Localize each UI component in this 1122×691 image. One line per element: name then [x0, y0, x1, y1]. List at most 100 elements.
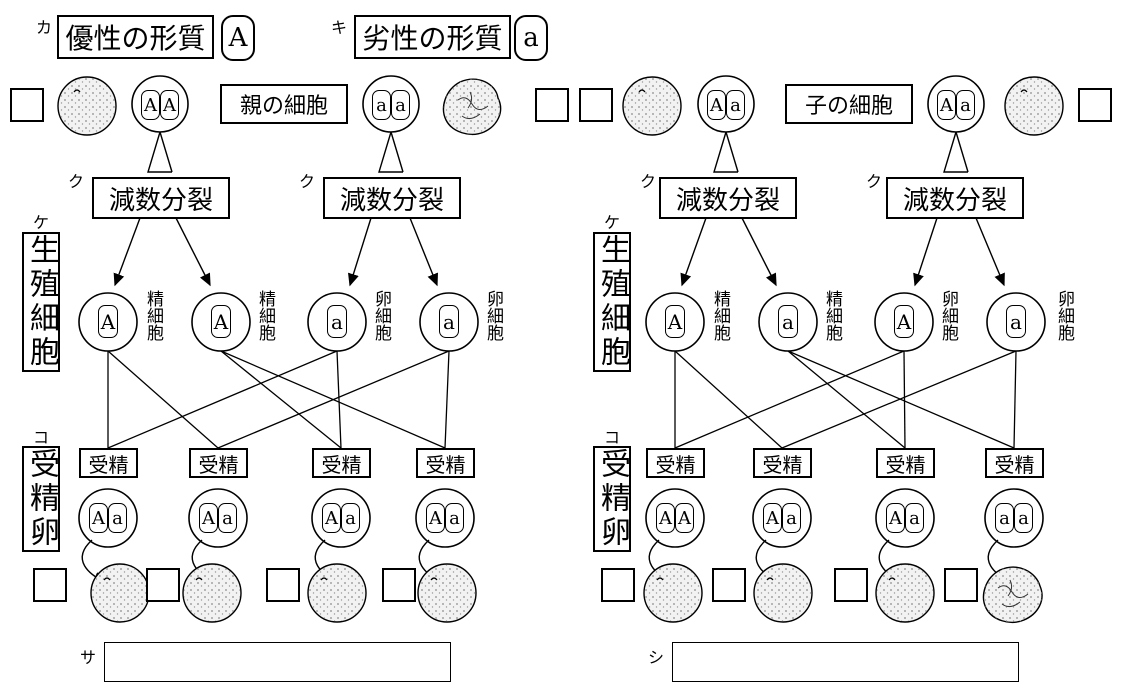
fertilization-box: 受精 [79, 448, 138, 478]
label-ku: ク [640, 172, 657, 191]
zygote-gene: A [675, 503, 694, 533]
answer-box[interactable] [601, 568, 635, 602]
fertilization-box: 受精 [876, 448, 935, 478]
zygote-gene: A [322, 503, 341, 533]
answer-field-shi[interactable] [672, 642, 1019, 682]
answer-box[interactable] [579, 88, 613, 122]
zygote-gene: A [89, 503, 108, 533]
gamete-label: 卵細胞 [1054, 290, 1074, 341]
zygote-gene: A [886, 503, 905, 533]
label-ku: ク [299, 172, 316, 191]
zygote-gene: a [218, 503, 237, 533]
label-sa: サ [80, 648, 97, 667]
smooth-seed-icon [57, 76, 117, 136]
gamete-gene: A [665, 305, 685, 338]
meiosis-label: 減数分裂 [659, 177, 797, 219]
answer-box[interactable] [834, 568, 868, 602]
label-ku: ク [866, 172, 883, 191]
smooth-seed-icon [307, 563, 367, 623]
germ-cell-label: 生殖細胞 [593, 232, 631, 372]
zygote-gene: A [426, 503, 445, 533]
fertilized-egg-label: 受精卵 [593, 446, 631, 552]
label-ko: コ [604, 428, 621, 447]
gamete-gene: A [98, 305, 118, 338]
gamete-label: 卵細胞 [483, 290, 503, 341]
fertilization-box: 受精 [753, 448, 812, 478]
zygote-gene: A [656, 503, 675, 533]
gamete-label: 精細胞 [822, 290, 842, 341]
gamete-gene: a [327, 305, 347, 338]
gamete-label: 卵細胞 [938, 290, 958, 341]
gamete-gene: A [894, 305, 914, 338]
wrinkled-seed-icon [442, 78, 502, 136]
answer-box[interactable] [944, 568, 978, 602]
gene-chip: a [726, 90, 745, 120]
germ-cell-label: 生殖細胞 [22, 232, 60, 372]
label-ka: カ [36, 18, 53, 37]
gene-chip: A [160, 90, 179, 120]
smooth-seed-icon [90, 563, 150, 623]
recessive-gene-chip: a [514, 15, 548, 61]
zygote-gene: a [108, 503, 127, 533]
gamete-label: 精細胞 [143, 290, 163, 341]
smooth-seed-icon [417, 563, 477, 623]
zygote-gene: a [445, 503, 464, 533]
fertilization-box: 受精 [416, 448, 475, 478]
answer-box[interactable] [33, 568, 67, 602]
answer-box[interactable] [712, 568, 746, 602]
answer-box[interactable] [266, 568, 300, 602]
answer-box[interactable] [1078, 88, 1112, 122]
meiosis-label: 減数分裂 [92, 177, 230, 219]
smooth-seed-icon [622, 76, 682, 136]
gamete-label: 卵細胞 [371, 290, 391, 341]
zygote-gene: a [341, 503, 360, 533]
zygote-gene: a [905, 503, 924, 533]
gamete-label: 精細胞 [255, 290, 275, 341]
label-ko: コ [33, 428, 50, 447]
zygote-gene: a [782, 503, 801, 533]
gamete-gene: a [439, 305, 459, 338]
label-shi: シ [648, 648, 665, 667]
zygote-gene: A [763, 503, 782, 533]
fertilization-box: 受精 [985, 448, 1044, 478]
parent-cell-label: 親の細胞 [220, 84, 348, 124]
meiosis-label: 減数分裂 [323, 177, 461, 219]
meiosis-label: 減数分裂 [886, 177, 1024, 219]
fertilization-box: 受精 [189, 448, 248, 478]
answer-box[interactable] [535, 88, 569, 122]
smooth-seed-icon [182, 563, 242, 623]
gene-chip: A [141, 90, 160, 120]
zygote-gene: a [995, 503, 1014, 533]
gene-chip: a [372, 90, 391, 120]
label-ke: ケ [604, 213, 621, 232]
answer-box[interactable] [10, 88, 44, 122]
dominant-gene-chip: A [221, 15, 255, 61]
answer-box[interactable] [146, 568, 180, 602]
fertilized-egg-label: 受精卵 [22, 446, 60, 552]
label-ke: ケ [33, 213, 50, 232]
zygote-gene: a [1014, 503, 1033, 533]
zygote-gene: A [199, 503, 218, 533]
dominant-trait-label: 優性の形質 [57, 15, 214, 59]
gamete-gene: a [778, 305, 798, 338]
smooth-seed-icon [753, 563, 813, 623]
gene-chip: a [956, 90, 975, 120]
child-cell-label: 子の細胞 [785, 84, 913, 124]
fertilization-box: 受精 [646, 448, 705, 478]
fertilization-box: 受精 [312, 448, 371, 478]
gene-chip: A [707, 90, 726, 120]
wrinkled-seed-icon [982, 566, 1043, 624]
recessive-trait-label: 劣性の形質 [354, 15, 511, 59]
gene-chip: A [937, 90, 956, 120]
gamete-gene: a [1006, 305, 1026, 338]
answer-field-sa[interactable] [104, 642, 451, 682]
gene-chip: a [391, 90, 410, 120]
gamete-label: 精細胞 [710, 290, 730, 341]
answer-box[interactable] [382, 568, 416, 602]
label-ku: ク [68, 172, 85, 191]
smooth-seed-icon [1004, 76, 1064, 136]
gamete-gene: A [211, 305, 231, 338]
smooth-seed-icon [643, 563, 703, 623]
label-ki: キ [331, 18, 348, 37]
